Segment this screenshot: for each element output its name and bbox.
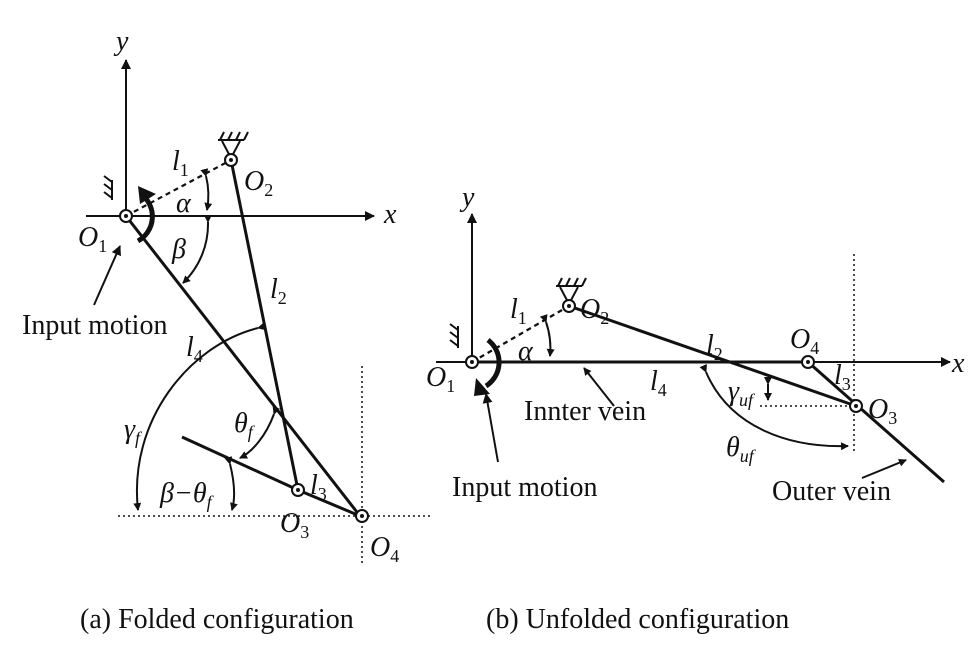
b-inner-vein-pointer <box>583 367 615 407</box>
a-gamma-arc <box>133 322 266 511</box>
a-label-o3: O3 <box>280 508 309 542</box>
a-link-l4 <box>124 215 362 517</box>
b-x-axis-label: x <box>951 348 965 379</box>
a-label-input-motion: Input motion <box>22 310 167 341</box>
a-joint-o2 <box>224 153 238 167</box>
b-label-gamma: γuf <box>728 376 756 410</box>
b-joint-o3 <box>849 399 863 413</box>
a-beta-minus-theta-arc <box>224 456 238 511</box>
b-alpha-arc <box>539 314 555 357</box>
b-joint-o1 <box>465 355 479 369</box>
a-input-motion-pointer <box>93 245 121 306</box>
a-label-l1: l1 <box>172 146 189 180</box>
b-label-l4: l4 <box>650 366 667 400</box>
b-input-arc-arrowhead <box>474 378 490 396</box>
b-joint-o2 <box>562 299 576 313</box>
a-beta-arc <box>182 214 212 284</box>
a-label-o1: O1 <box>78 222 107 256</box>
a-joint-o4 <box>355 509 369 523</box>
a-label-alpha: α <box>176 188 192 219</box>
a-theta-arc <box>239 406 281 459</box>
a-label-o2: O2 <box>244 166 273 200</box>
a-label-beta: β <box>171 234 186 265</box>
b-caption: (b) Unfolded configuration <box>486 604 789 635</box>
b-label-l3: l3 <box>834 360 851 394</box>
panel-b-unfolded: y x <box>426 182 965 635</box>
a-joint-o1 <box>119 209 133 223</box>
b-label-theta: θuf <box>726 432 757 466</box>
b-label-outer-vein: Outer vein <box>772 476 891 507</box>
b-y-axis-label: y <box>459 182 475 213</box>
a-label-theta: θf <box>234 408 256 442</box>
a-input-arc-arrowhead <box>138 186 156 204</box>
b-label-l1: l1 <box>510 294 527 328</box>
b-label-o2: O2 <box>580 294 609 328</box>
a-label-o4: O4 <box>370 532 399 566</box>
b-outer-vein-pointer <box>861 458 907 479</box>
a-label-l3: l3 <box>310 470 327 504</box>
a-label-beta-minus-theta: β−θf <box>159 478 215 512</box>
b-label-o4: O4 <box>790 324 819 358</box>
a-label-gamma: γf <box>124 414 143 448</box>
a-link-l1 <box>125 159 232 217</box>
a-caption: (a) Folded configuration <box>80 604 354 635</box>
a-y-axis-label: y <box>113 26 129 57</box>
panel-a-folded: y x <box>22 26 430 635</box>
a-link-l2 <box>229 159 300 491</box>
b-label-o3: O3 <box>868 394 897 428</box>
b-label-alpha: α <box>518 336 534 367</box>
a-joint-o3 <box>291 483 305 497</box>
b-label-inner-vein: Innter vein <box>524 396 646 427</box>
b-input-motion-pointer <box>482 393 499 463</box>
a-label-l2: l2 <box>270 274 287 308</box>
b-label-l2: l2 <box>706 330 723 364</box>
a-link-l3 <box>297 488 361 518</box>
b-input-arc <box>484 338 502 389</box>
b-theta-arc <box>699 363 849 451</box>
a-alpha-arc <box>200 168 213 211</box>
b-ground-o1 <box>449 323 459 348</box>
a-label-l4: l4 <box>186 332 203 366</box>
b-label-o1: O1 <box>426 362 455 396</box>
a-ground-o1 <box>103 175 113 200</box>
a-x-axis-label: x <box>383 199 397 230</box>
b-label-input-motion: Input motion <box>452 472 597 503</box>
